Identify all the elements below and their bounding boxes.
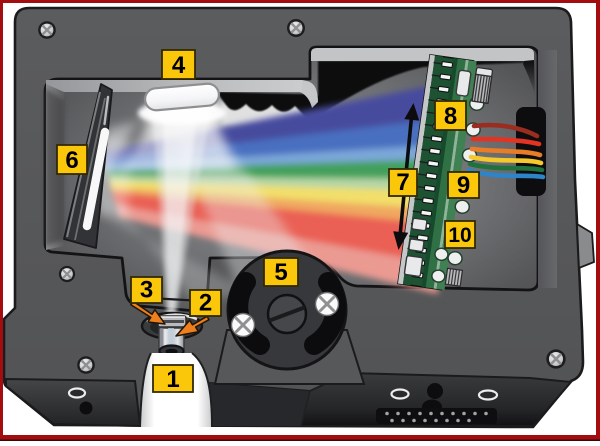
- svg-text:10: 10: [448, 224, 471, 247]
- svg-text:8: 8: [444, 103, 457, 130]
- svg-text:2: 2: [199, 290, 212, 317]
- svg-text:1: 1: [166, 366, 179, 393]
- svg-text:6: 6: [65, 147, 78, 174]
- svg-text:3: 3: [140, 277, 153, 304]
- svg-text:7: 7: [396, 169, 409, 196]
- svg-text:4: 4: [172, 52, 186, 79]
- svg-text:5: 5: [274, 259, 287, 286]
- svg-text:9: 9: [457, 172, 470, 199]
